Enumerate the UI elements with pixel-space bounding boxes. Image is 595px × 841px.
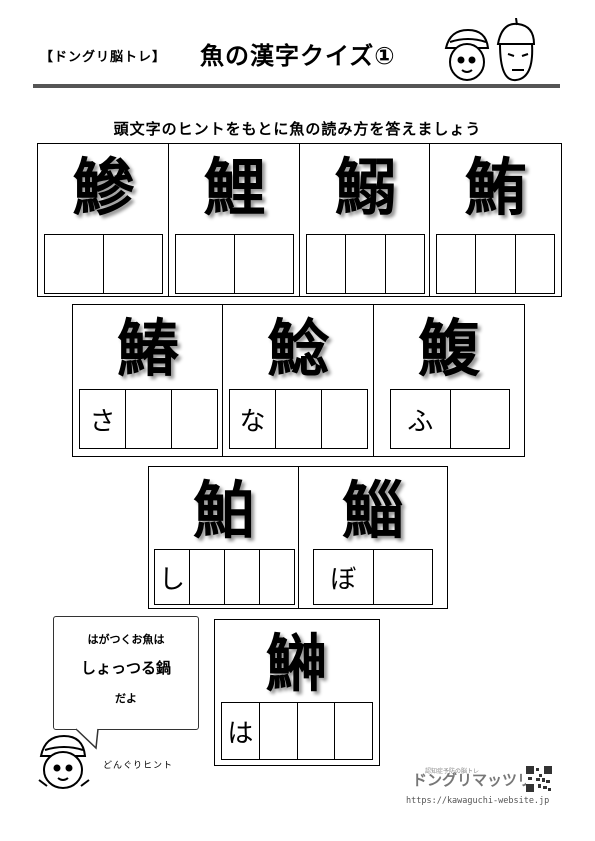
answer-box[interactable] — [296, 703, 335, 759]
answer-box[interactable] — [224, 550, 259, 604]
kanji: 鯉 — [203, 151, 266, 224]
quiz-card: 鰒 ふ — [373, 304, 525, 457]
answer-box[interactable] — [437, 235, 475, 293]
answer-box[interactable] — [125, 390, 171, 448]
answer-box[interactable]: は — [227, 718, 254, 749]
bubble-line-3: だよ — [115, 692, 137, 705]
bubble-line-1: はがつくお魚は — [87, 633, 165, 646]
kanji: 鰯 — [334, 151, 397, 224]
answer-box[interactable] — [171, 390, 217, 448]
answer-box[interactable] — [514, 235, 554, 293]
kanji: 鰆 — [116, 312, 179, 385]
answer-box[interactable] — [475, 235, 514, 293]
answer-box[interactable] — [334, 703, 372, 759]
answer-boxes: ぼ — [313, 549, 433, 605]
acorn-character-icon — [444, 18, 536, 82]
quiz-card: 鮪 — [429, 143, 562, 297]
answer-box[interactable]: ぼ — [330, 564, 357, 595]
kanji: 鯔 — [341, 474, 404, 547]
answer-box[interactable] — [372, 550, 433, 604]
answer-box[interactable]: ふ — [407, 406, 434, 437]
kanji: 鯰 — [267, 312, 330, 385]
answer-boxes — [436, 234, 555, 294]
answer-box[interactable]: さ — [89, 406, 116, 437]
brand-tagline: 認知症予防の脳トレ — [425, 768, 480, 775]
quiz-card: 鰆 さ — [72, 304, 224, 457]
header-tag: 【ドングリ脳トレ】 — [40, 50, 167, 65]
header-divider — [33, 84, 560, 88]
qr-code-icon — [526, 766, 552, 792]
answer-box[interactable] — [321, 390, 367, 448]
page-title: 魚の漢字クイズ① — [200, 42, 396, 70]
answer-box[interactable] — [45, 235, 103, 293]
bubble-line-2: しょっつる鍋 — [80, 659, 171, 677]
answer-box[interactable] — [449, 390, 510, 448]
answer-boxes — [306, 234, 425, 294]
kanji: 鮪 — [464, 151, 527, 224]
answer-box[interactable] — [234, 235, 293, 293]
quiz-card: 鰯 — [299, 143, 432, 297]
bubble-tail-icon — [75, 728, 99, 750]
acorn-character-icon — [38, 734, 90, 789]
quiz-card: 鯔 ぼ — [298, 466, 448, 609]
quiz-card: 鰺 — [37, 143, 170, 297]
kanji: 鮊 — [192, 474, 255, 547]
quiz-card: 鯉 — [168, 143, 301, 297]
answer-box[interactable]: し — [158, 564, 185, 595]
brand-url[interactable]: https://kawaguchi-website.jp — [406, 796, 550, 806]
answer-boxes: し — [154, 549, 295, 605]
answer-box[interactable] — [176, 235, 234, 293]
answer-boxes — [44, 234, 163, 294]
answer-boxes: は — [221, 702, 373, 760]
answer-box[interactable] — [384, 235, 424, 293]
kanji: 鰰 — [265, 627, 328, 700]
answer-boxes: さ — [79, 389, 218, 449]
quiz-card: 鯰 な — [222, 304, 375, 457]
answer-box[interactable] — [345, 235, 384, 293]
answer-boxes — [175, 234, 294, 294]
quiz-card: 鮊 し — [148, 466, 300, 609]
answer-box[interactable] — [103, 235, 162, 293]
answer-box[interactable]: な — [239, 406, 266, 437]
answer-box[interactable] — [258, 703, 297, 759]
answer-box[interactable] — [307, 235, 345, 293]
answer-box[interactable] — [275, 390, 321, 448]
hint-bubble: はがつくお魚は しょっつる鍋 だよ — [53, 616, 199, 730]
hint-label: どんぐりヒント — [103, 761, 174, 771]
answer-boxes: な — [229, 389, 368, 449]
instruction-text: 頭文字のヒントをもとに魚の読み方を答えましょう — [113, 120, 482, 138]
answer-box[interactable] — [259, 550, 294, 604]
kanji: 鰺 — [72, 151, 135, 224]
kanji: 鰒 — [417, 312, 480, 385]
answer-boxes: ふ — [390, 389, 510, 449]
quiz-card: 鰰 は — [214, 619, 380, 766]
brand-name: ドングリマッツリ — [412, 771, 533, 789]
answer-box[interactable] — [189, 550, 224, 604]
